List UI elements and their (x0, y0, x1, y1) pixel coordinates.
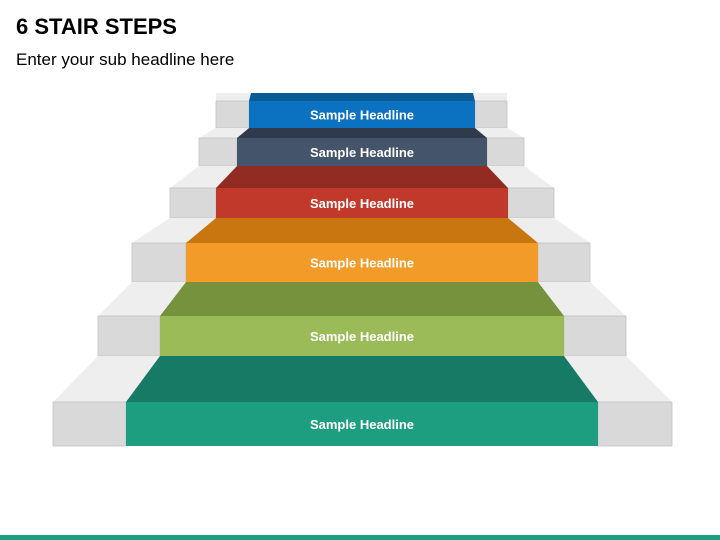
side-riser-right (507, 187, 555, 219)
step-label: Sample Headline (310, 329, 414, 344)
side-riser-right (474, 100, 508, 129)
side-riser-left (198, 137, 238, 167)
side-tread-right (473, 93, 507, 101)
side-riser-right (537, 242, 591, 283)
step-riser (126, 402, 598, 446)
step-tread (237, 128, 487, 138)
footer-accent-bar (0, 535, 720, 540)
page-subtitle: Enter your sub headline here (16, 50, 235, 69)
side-tread-left (170, 166, 237, 188)
side-tread-right (564, 356, 672, 402)
side-tread-right (508, 218, 590, 243)
side-tread-left (132, 218, 216, 243)
step-tread (249, 93, 475, 101)
side-riser-right (563, 315, 627, 357)
side-riser-left (131, 242, 187, 283)
step-label: Sample Headline (310, 108, 414, 123)
side-riser-right (486, 137, 525, 167)
side-riser-left (215, 100, 250, 129)
step-label: Sample Headline (310, 145, 414, 160)
side-riser-left (169, 187, 217, 219)
side-tread-left (98, 282, 186, 316)
step-label: Sample Headline (310, 196, 414, 211)
step-tread (160, 282, 564, 316)
side-tread-right (487, 166, 554, 188)
step-riser (216, 188, 508, 218)
side-tread-right (475, 128, 524, 138)
step-tread (186, 218, 538, 243)
step-riser (186, 243, 538, 282)
step-riser (249, 101, 475, 128)
side-tread-left (216, 93, 251, 101)
step-label: Sample Headline (310, 417, 414, 432)
step-tread (216, 166, 508, 188)
side-riser-left (52, 401, 127, 447)
page-title: 6 STAIR STEPS (16, 14, 177, 39)
side-riser-right (597, 401, 673, 447)
side-tread-left (199, 128, 249, 138)
step-tread (126, 356, 598, 402)
step-label: Sample Headline (310, 256, 414, 271)
step-riser (160, 316, 564, 356)
side-tread-left (53, 356, 160, 402)
side-tread-right (538, 282, 626, 316)
step-riser (237, 138, 487, 166)
side-riser-left (97, 315, 161, 357)
